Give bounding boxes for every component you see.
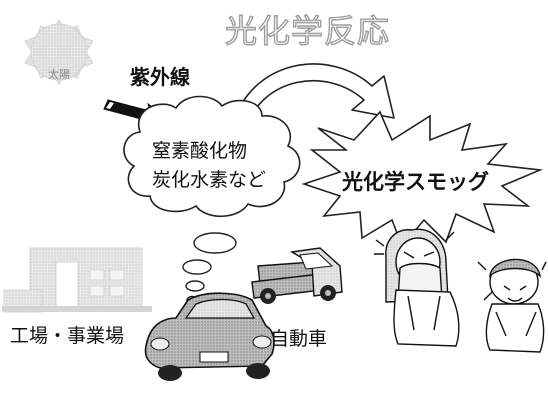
factory-label: 工場・事業場 — [10, 325, 124, 347]
truck-icon — [251, 247, 343, 304]
pollutant-cloud: 窒素酸化物 炭化水素など — [123, 95, 301, 217]
reaction-arrow-icon — [231, 63, 395, 129]
thought-bubbles — [182, 232, 237, 305]
suffering-boy-icon — [477, 258, 547, 353]
car-icon — [144, 292, 275, 381]
suffering-woman-icon — [374, 228, 460, 347]
smog-label: 光化学スモッグ — [341, 170, 489, 194]
sun-icon: 太陽 — [24, 19, 94, 85]
factory-icon — [2, 247, 152, 313]
smog-burst: 光化学スモッグ — [301, 110, 544, 248]
pollutant-line1: 窒素酸化物 — [152, 140, 247, 162]
reaction-label: 光化学反応 — [225, 12, 390, 50]
sun-label: 太陽 — [48, 68, 70, 81]
car-label: 自動車 — [270, 328, 327, 350]
pollutant-line2: 炭化水素など — [152, 169, 266, 191]
uv-label: 紫外線 — [130, 65, 190, 89]
